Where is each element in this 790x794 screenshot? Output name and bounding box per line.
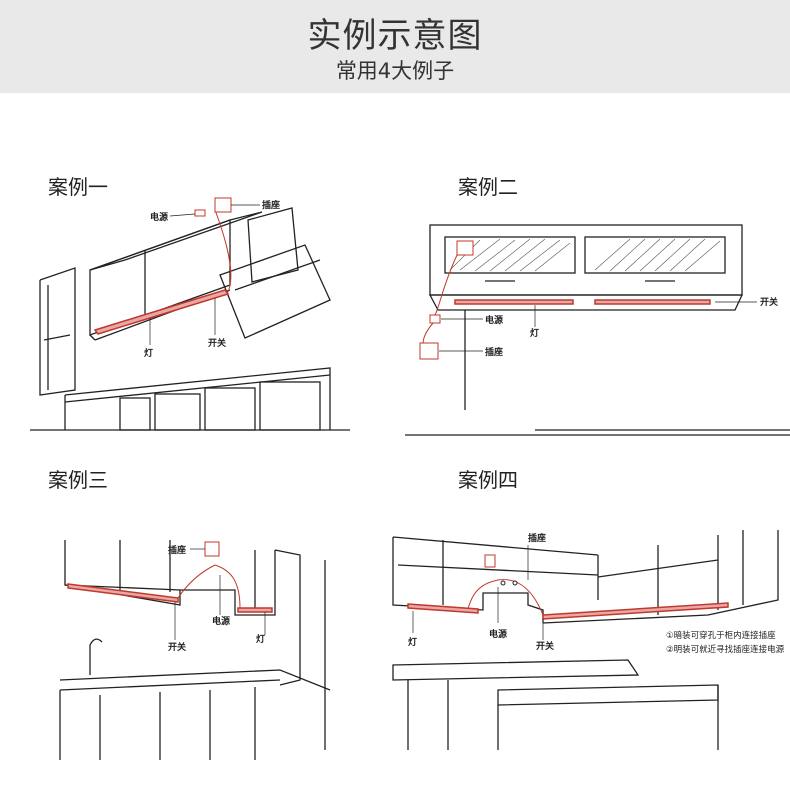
label-socket: 插座: [168, 544, 186, 556]
light-strip-left: [67, 583, 179, 603]
label-light: 灯: [256, 633, 265, 645]
label-switch: 开关: [536, 640, 554, 652]
label-power: 电源: [212, 615, 230, 627]
case-4-title: 案例四: [458, 468, 518, 492]
label-light: 灯: [530, 327, 539, 339]
label-power: 电源: [150, 211, 168, 223]
power-adapter-icon: [429, 314, 441, 324]
case-2-title: 案例二: [458, 175, 518, 199]
power-adapter-icon: [194, 209, 206, 217]
label-socket: 插座: [528, 532, 546, 544]
socket-icon: [419, 342, 439, 360]
label-switch: 开关: [208, 337, 226, 349]
case-3-diagram: 插座 电源 开关 灯: [59, 540, 331, 760]
header-banner: 实例示意图 常用4大例子: [0, 0, 790, 93]
case-4-diagram: 插座 电源 灯 开关 ①暗装可穿孔于柜内连接插座 ②明装可就近寻找插座连接电源: [392, 530, 785, 750]
label-light: 灯: [408, 636, 417, 648]
socket-icon: [204, 541, 220, 557]
light-strip-right: [237, 607, 273, 613]
case-1-diagram: 电源 插座 灯 开关: [30, 197, 350, 431]
note-surface: ②明装可就近寻找插座连接电源: [666, 644, 785, 655]
case-3-title: 案例三: [48, 468, 108, 492]
socket-icon-cabinet: [456, 240, 474, 256]
socket-icon: [484, 554, 496, 568]
label-socket: 插座: [485, 346, 503, 358]
case-1-title: 案例一: [48, 175, 108, 199]
note-concealed: ①暗装可穿孔于柜内连接插座: [666, 630, 776, 641]
label-switch: 开关: [168, 641, 186, 653]
page-subtitle: 常用4大例子: [335, 59, 455, 83]
light-strip-left: [454, 299, 574, 305]
light-strip-left: [407, 603, 479, 614]
label-power: 电源: [489, 628, 507, 640]
light-strip-right: [594, 299, 711, 305]
light-strip-right: [542, 602, 729, 620]
case-2-diagram: 电源 插座 灯 开关: [405, 224, 790, 436]
page-title: 实例示意图: [307, 16, 483, 56]
socket-icon: [214, 197, 232, 213]
label-power: 电源: [485, 314, 503, 326]
label-light: 灯: [144, 347, 153, 359]
light-strip: [93, 289, 230, 335]
label-switch: 开关: [760, 296, 778, 308]
label-socket: 插座: [262, 199, 280, 211]
